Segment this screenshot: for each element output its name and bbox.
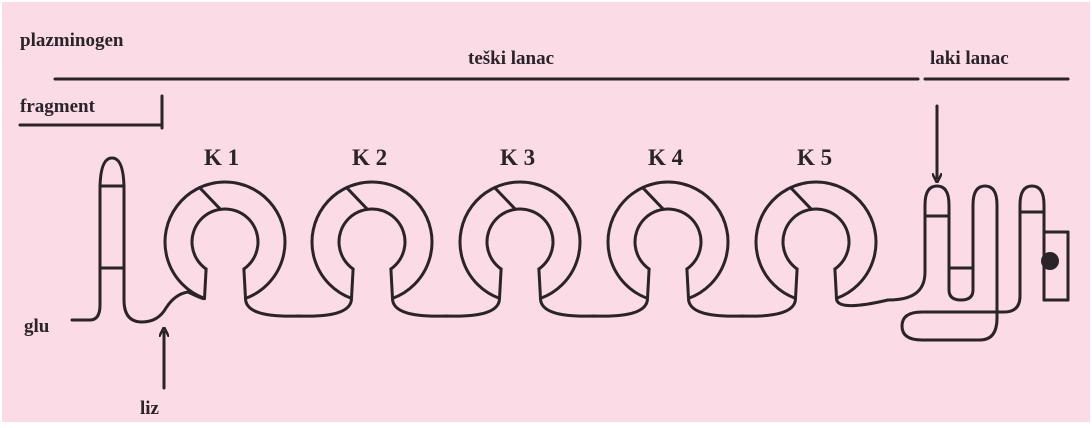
kringle-1-right-link — [242, 267, 247, 300]
kringle-5-right-link — [833, 267, 838, 300]
kringle-label-1: K 1 — [204, 145, 239, 170]
kringle-5-inner-loop — [781, 207, 851, 271]
kringle-3-disulfide — [493, 186, 517, 211]
kringle-2-left-link — [350, 267, 355, 300]
kringle-connector-1 — [244, 296, 353, 318]
kringle-connector-2 — [391, 296, 501, 318]
kringle-5-outer-loop — [754, 180, 878, 300]
kringle-label-3: K 3 — [500, 145, 535, 170]
kringle-3-right-link — [537, 267, 542, 300]
kringle-1-disulfide — [198, 186, 222, 211]
kringle-3-left-link — [498, 267, 503, 300]
kringle-5-left-link — [794, 267, 799, 300]
kringle-4-inner-loop — [633, 207, 703, 271]
kringle-4-outer-loop — [606, 180, 730, 300]
kringle-1-inner-loop — [190, 207, 260, 271]
active-site-dot — [1041, 252, 1059, 270]
kringle-1-left-link — [203, 267, 208, 300]
kringle-label-4: K 4 — [648, 145, 684, 170]
kringle-2-right-link — [389, 267, 394, 300]
n-terminal-to-k1-link — [186, 290, 206, 301]
fragment-label: fragment — [20, 96, 96, 117]
kringle-3-inner-loop — [485, 207, 555, 271]
title-plazminogen: plazminogen — [20, 30, 124, 51]
kringle-label-2: K 2 — [352, 145, 387, 170]
kringle-4-left-link — [646, 267, 651, 300]
kringle-2-inner-loop — [337, 207, 407, 271]
kringle-domains — [163, 180, 890, 318]
kringle-2-outer-loop — [310, 180, 434, 300]
n-terminal-loop — [70, 156, 190, 324]
kringle-4-disulfide — [641, 186, 665, 211]
kringle-4-right-link — [685, 267, 690, 300]
kringle-connector-4 — [687, 296, 797, 318]
k5-to-light-chain-link — [835, 296, 890, 308]
light-chain-label: laki lanac — [930, 48, 1009, 69]
kringle-connector-3 — [539, 296, 649, 318]
background-panel — [2, 2, 1090, 422]
kringle-label-5: K 5 — [797, 145, 832, 170]
kringle-2-disulfide — [345, 186, 369, 211]
kringle-5-disulfide — [789, 186, 813, 211]
glu-label: glu — [24, 316, 50, 337]
liz-label: liz — [140, 398, 160, 419]
kringle-3-outer-loop — [458, 180, 582, 300]
heavy-chain-label: teški lanac — [468, 48, 554, 69]
kringle-1-outer-loop — [163, 180, 287, 300]
light-chain-path — [886, 184, 1046, 342]
